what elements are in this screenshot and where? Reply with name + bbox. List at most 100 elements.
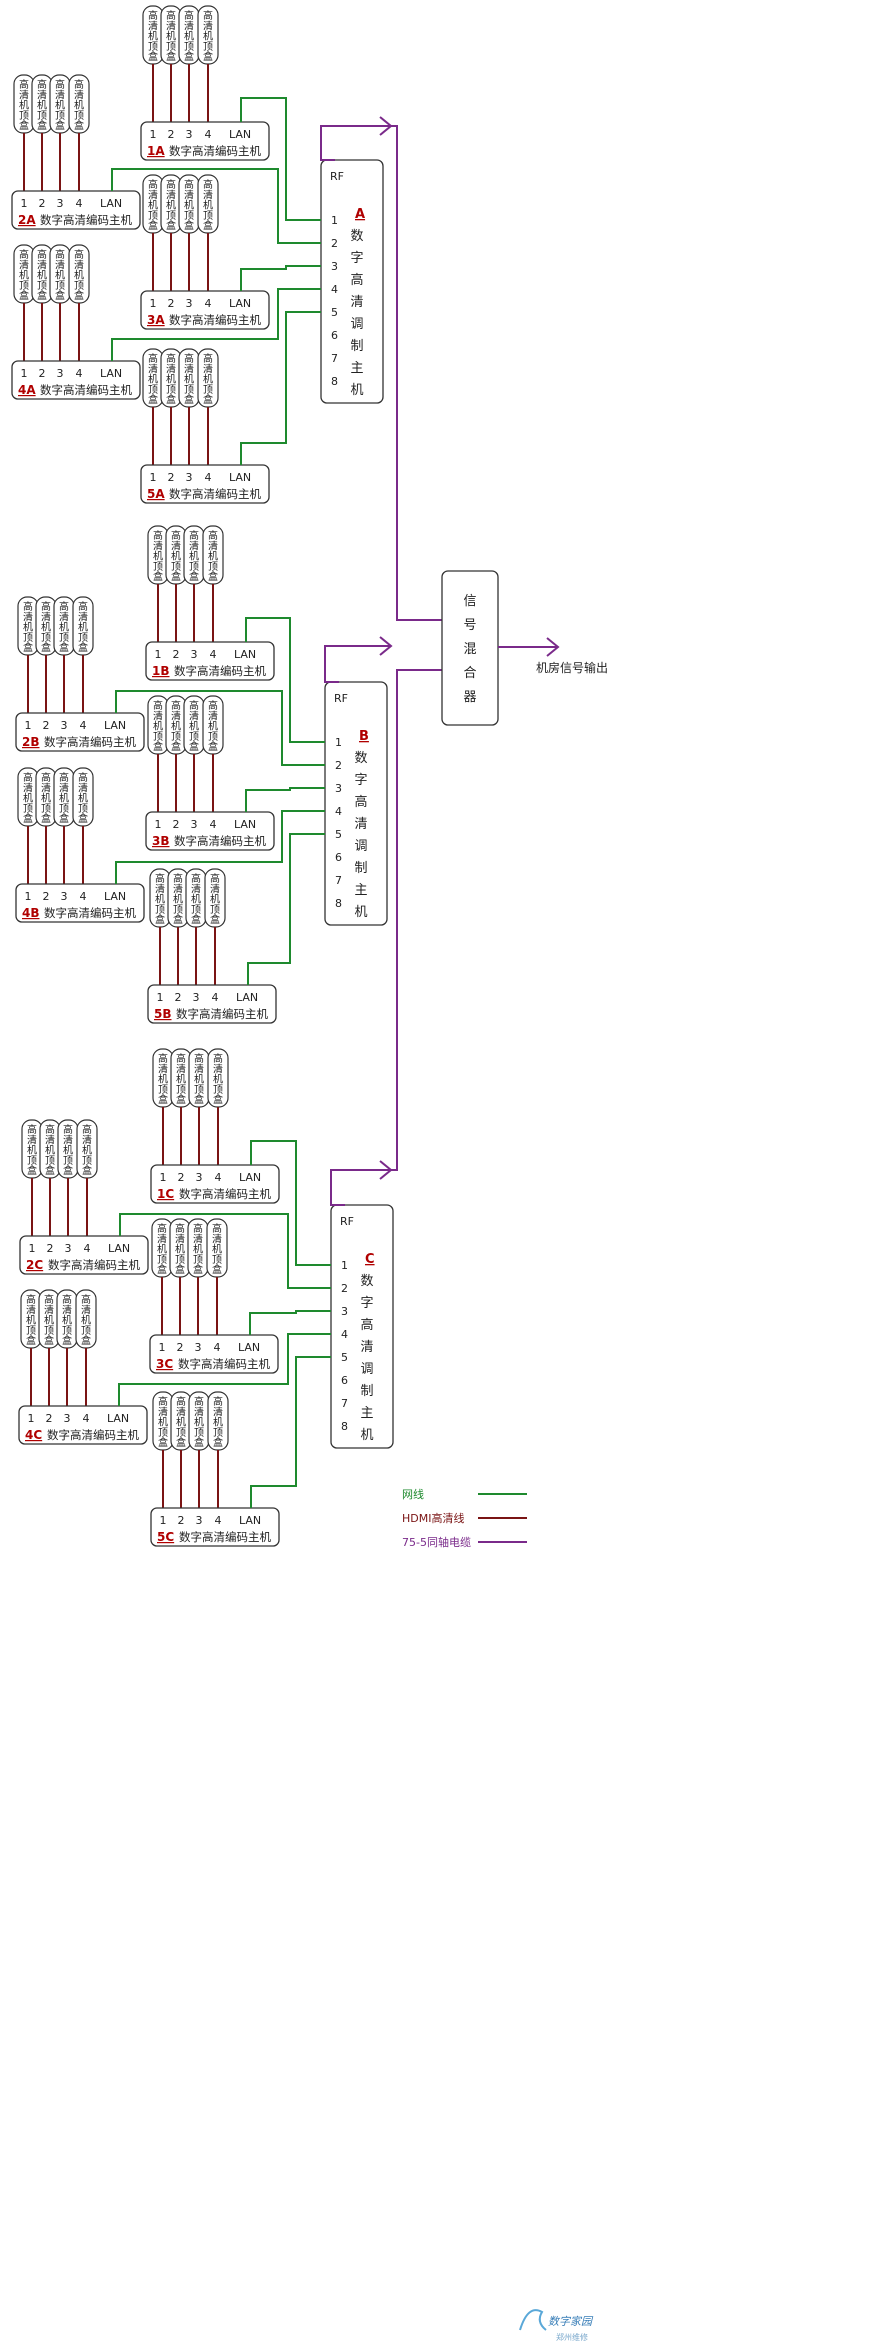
stb-label-char: 盒	[158, 1436, 168, 1449]
lan-label: LAN	[100, 367, 122, 380]
stb-label-char: 盒	[184, 50, 194, 63]
modulator-name-char: 清	[354, 817, 367, 832]
stb-label-char: 清	[45, 1133, 55, 1146]
stb-label-char: 高	[203, 352, 213, 365]
stb-label-char: 机	[184, 199, 194, 212]
stb-label-char: 机	[208, 550, 218, 563]
stb-label-char: 顶	[153, 561, 163, 573]
stb-label-char: 顶	[23, 632, 33, 644]
stb-label-char: 机	[194, 1073, 204, 1086]
stb-label-char: 盒	[153, 570, 163, 583]
modulator-port-label: 5	[331, 306, 338, 319]
stb-label-char: 清	[78, 610, 88, 623]
encoder-id: 1A	[147, 144, 165, 158]
encoder-port-label: 1	[155, 648, 162, 661]
stb-label-char: 顶	[19, 110, 29, 122]
stb-label-char: 清	[153, 539, 163, 552]
encoder-id: 3C	[156, 1357, 173, 1371]
lan-label: LAN	[108, 1242, 130, 1255]
stb-label-char: 机	[44, 1314, 54, 1327]
stb-label-char: 盒	[78, 641, 88, 654]
stb-label-char: 机	[55, 269, 65, 282]
modulator-box	[324, 681, 388, 926]
encoder-port-label: 4	[205, 128, 212, 141]
stb-label-char: 机	[153, 720, 163, 733]
modulator-name-char: 清	[350, 295, 363, 310]
stb-label-char: 高	[166, 352, 176, 365]
stb-label-char: 机	[173, 893, 183, 906]
stb-label-char: 机	[41, 621, 51, 634]
stb-label-char: 高	[157, 1222, 167, 1235]
stb-label-char: 顶	[157, 1254, 167, 1266]
stb-label-char: 盒	[153, 740, 163, 753]
modulator-name-char: 字	[360, 1296, 373, 1311]
stb-label-char: 清	[203, 19, 213, 32]
stb-label-char: 清	[23, 781, 33, 794]
stb-label-char: 顶	[41, 632, 51, 644]
modulator-port-label: 4	[335, 805, 342, 818]
stb-label-char: 机	[210, 893, 220, 906]
encoder-port-label: 4	[84, 1242, 91, 1255]
stb-label-char: 高	[23, 600, 33, 613]
modulator-port-label: 6	[341, 1374, 348, 1387]
stb-label-char: 顶	[81, 1325, 91, 1337]
stb-label-char: 机	[176, 1073, 186, 1086]
rf-label: RF	[330, 170, 344, 183]
encoder-name: 数字高清编码主机	[169, 144, 261, 158]
stb-label-char: 清	[208, 539, 218, 552]
legend-label-2: HDMI高清线	[402, 1511, 464, 1525]
stb-label-char: 顶	[158, 1084, 168, 1096]
lan-label: LAN	[234, 818, 256, 831]
stb-label-char: 机	[193, 1243, 203, 1256]
stb-label-char: 机	[155, 893, 165, 906]
watermark-text-1: 数字家园	[548, 2315, 594, 2328]
modulator-name-char: 机	[354, 905, 367, 920]
stb-label-char: 高	[55, 248, 65, 261]
stb-label-char: 顶	[166, 384, 176, 396]
stb-label-char: 清	[208, 709, 218, 722]
encoder-id: 3B	[152, 834, 170, 848]
network-wire-1C	[250, 1140, 331, 1266]
encoder-port-label: 1	[25, 719, 32, 732]
lan-label: LAN	[236, 991, 258, 1004]
modulator-name-char: 高	[360, 1317, 373, 1333]
stb-label-char: 机	[171, 550, 181, 563]
stb-label-char: 机	[203, 199, 213, 212]
encoder-port-label: 2	[173, 648, 180, 661]
stb-label-char: 盒	[184, 393, 194, 406]
encoder-box	[149, 1334, 279, 1374]
stb-label-char: 盒	[37, 119, 47, 132]
encoder-port-label: 3	[196, 1514, 203, 1527]
modulator-port-label: 6	[331, 329, 338, 342]
encoder-name: 数字高清编码主机	[169, 487, 261, 501]
stb-label-char: 机	[45, 1144, 55, 1157]
modulator-port-label: 1	[331, 214, 338, 227]
stb-label-char: 盒	[63, 1164, 73, 1177]
stb-label-char: 机	[63, 1144, 73, 1157]
encoder-port-label: 1	[155, 818, 162, 831]
stb-label-char: 顶	[155, 904, 165, 916]
encoder-port-label: 1	[150, 297, 157, 310]
watermark-text-2: 郑州维修	[556, 2332, 588, 2342]
encoder-port-label: 4	[215, 1171, 222, 1184]
network-wire-3C	[249, 1310, 331, 1335]
modulator-group-letter: C	[365, 1252, 375, 1267]
stb-label-char: 清	[213, 1062, 223, 1075]
stb-label-char: 盒	[213, 1093, 223, 1106]
stb-label-char: 清	[194, 1062, 204, 1075]
